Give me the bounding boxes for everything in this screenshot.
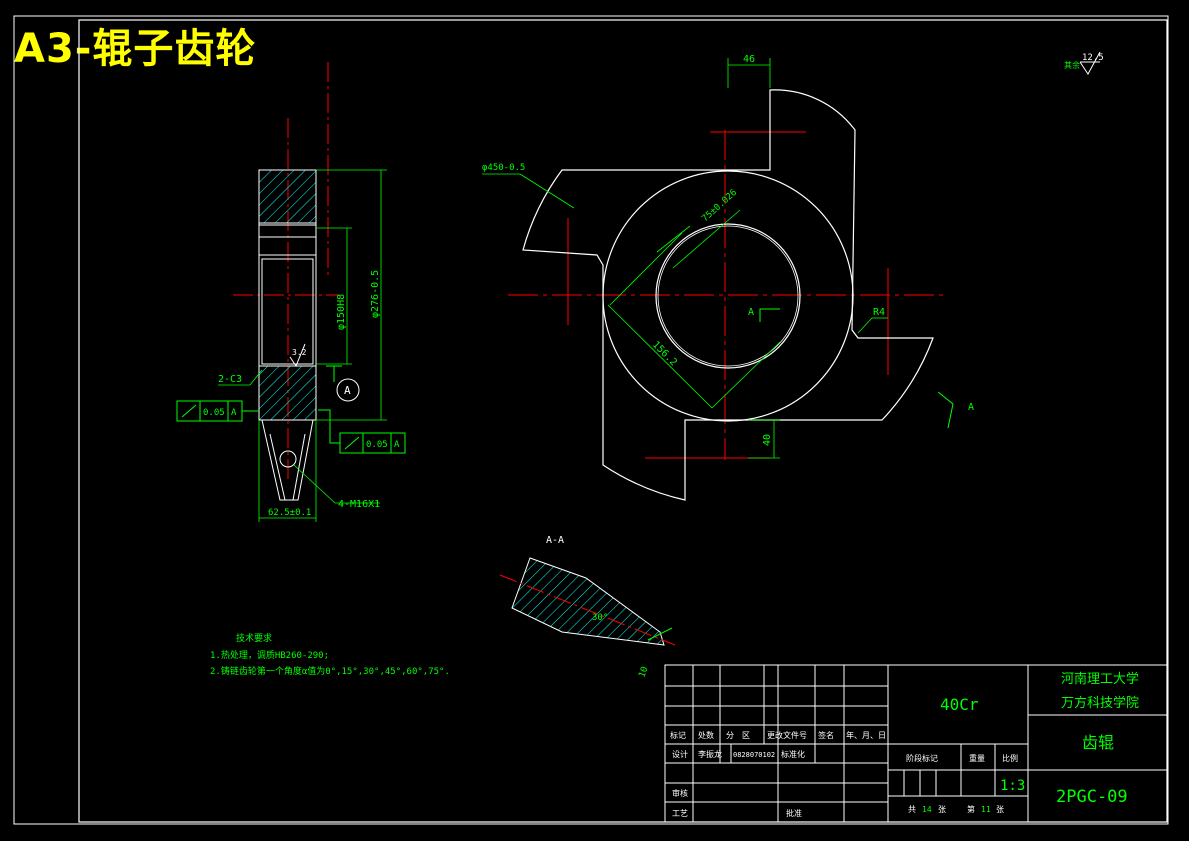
tb-approve-label: 批准 [786,808,802,818]
svg-text:0.05: 0.05 [203,408,225,418]
datum-circle [336,378,360,402]
threaded-hole [279,450,297,468]
surface-roughness-note: 其余 12.5 [1064,51,1104,75]
section-mark-outer: A [968,402,974,413]
tb-material: 40Cr [940,695,979,714]
tech-req-item-1: 1.热处理，调质HB260-290; [210,649,329,661]
tooth-profile [261,419,314,501]
tb-h-mark: 标记 [670,730,686,740]
side-od-dim: φ276-0.5 [370,270,381,318]
upper-section-hatch [258,169,317,224]
drawing-frame [78,19,1168,823]
tb-weight-label: 重量 [969,753,985,763]
tb-total-sheets: 14 [922,805,932,814]
section-tip-dim: 10 [637,665,650,679]
tb-part-name: 齿辊 [1082,733,1114,752]
roughness-note-value: 12.5 [1082,53,1104,63]
tb-design-label: 设计 [672,749,688,759]
chamfer-label: 2-C3 [218,374,242,385]
tb-drawing-no: 2PGC-09 [1056,787,1128,807]
sheet-outer-border [13,15,1169,825]
front-bottom-dim: 40 [762,434,773,446]
front-view: 46 φ450-0.5 75±0.026 156.2 R4 40 A A [482,54,974,501]
section-aa-view: A-A 30° 10 [499,535,676,679]
tb-h-zone: 分 区 [726,731,750,740]
tech-req-title: 技术要求 [236,632,272,644]
tb-scale-label: 比例 [1002,753,1018,763]
tolerance-frame-right: 0.05 A [318,409,406,454]
section-mark-inner: A [748,307,754,318]
front-top-dim: 46 [743,54,755,65]
tb-h-count: 处数 [698,730,714,740]
side-view: φ150H8 φ276-0.5 3.2 2-C3 A 0.05 A [176,62,406,522]
tb-h-date: 年、月、日 [846,730,886,740]
tb-sheet-unit-1: 张 [938,805,946,814]
tolerance-frame-left: 0.05 A [176,400,259,422]
front-od-dim: φ450-0.5 [482,163,525,173]
tb-h-sign: 签名 [818,730,834,740]
tb-h-doc: 更改文件号 [767,730,807,740]
thread-label: 4-M16X1 [338,499,380,510]
tb-school-1: 河南理工大学 [1061,671,1139,687]
tb-sheet-unit-2: 张 [996,805,1004,814]
title-block [664,664,1168,823]
gear-body-outline [522,89,934,501]
tb-student-no: 0828070102 [733,751,775,759]
datum-letter: A [344,384,351,397]
tb-stage-label: 阶段标记 [906,753,938,763]
tech-req-item-2: 2.铸链齿轮第一个角度α值为0°,15°,30°,45°,60°,75°. [210,665,450,677]
hub-outer-circle [602,170,854,422]
tb-designer: 李振龙 [698,749,722,759]
tb-scale: 1:3 [1000,778,1025,794]
svg-text:A: A [231,408,237,418]
title-block-text: 40Cr 河南理工大学 万方科技学院 齿辊 2PGC-09 1:3 标记 处数 … [670,671,1139,818]
drawing-banner-title: A3-辊子齿轮 [14,26,257,72]
svg-text:0.05: 0.05 [366,440,388,450]
roughness-note-label: 其余 [1064,60,1080,70]
tb-sheet-no: 11 [981,805,991,814]
section-aa-label: A-A [546,535,564,546]
section-angle: 30° [592,613,608,623]
bore-circle [655,223,801,369]
technical-requirements: 技术要求 1.热处理，调质HB260-290; 2.铸链齿轮第一个角度α值为0°… [210,632,450,677]
lower-section-hatch [258,365,317,421]
tb-sheet-label: 第 [967,804,975,814]
tb-review-label: 审核 [672,788,688,798]
front-hub-dim: 75±0.026 [700,188,739,224]
tb-process-label: 工艺 [672,809,688,818]
side-roughness-value: 3.2 [292,348,307,357]
section-aa-hatch [511,557,665,646]
tb-std-label: 标准化 [781,749,805,759]
tb-total-label: 共 [908,805,916,814]
side-bore-dim: φ150H8 [336,294,347,330]
width-dim: 62.5±0.1 [268,508,311,518]
tb-school-2: 万方科技学院 [1061,695,1139,711]
svg-text:A: A [394,440,400,450]
front-radius-dim: R4 [873,307,885,318]
